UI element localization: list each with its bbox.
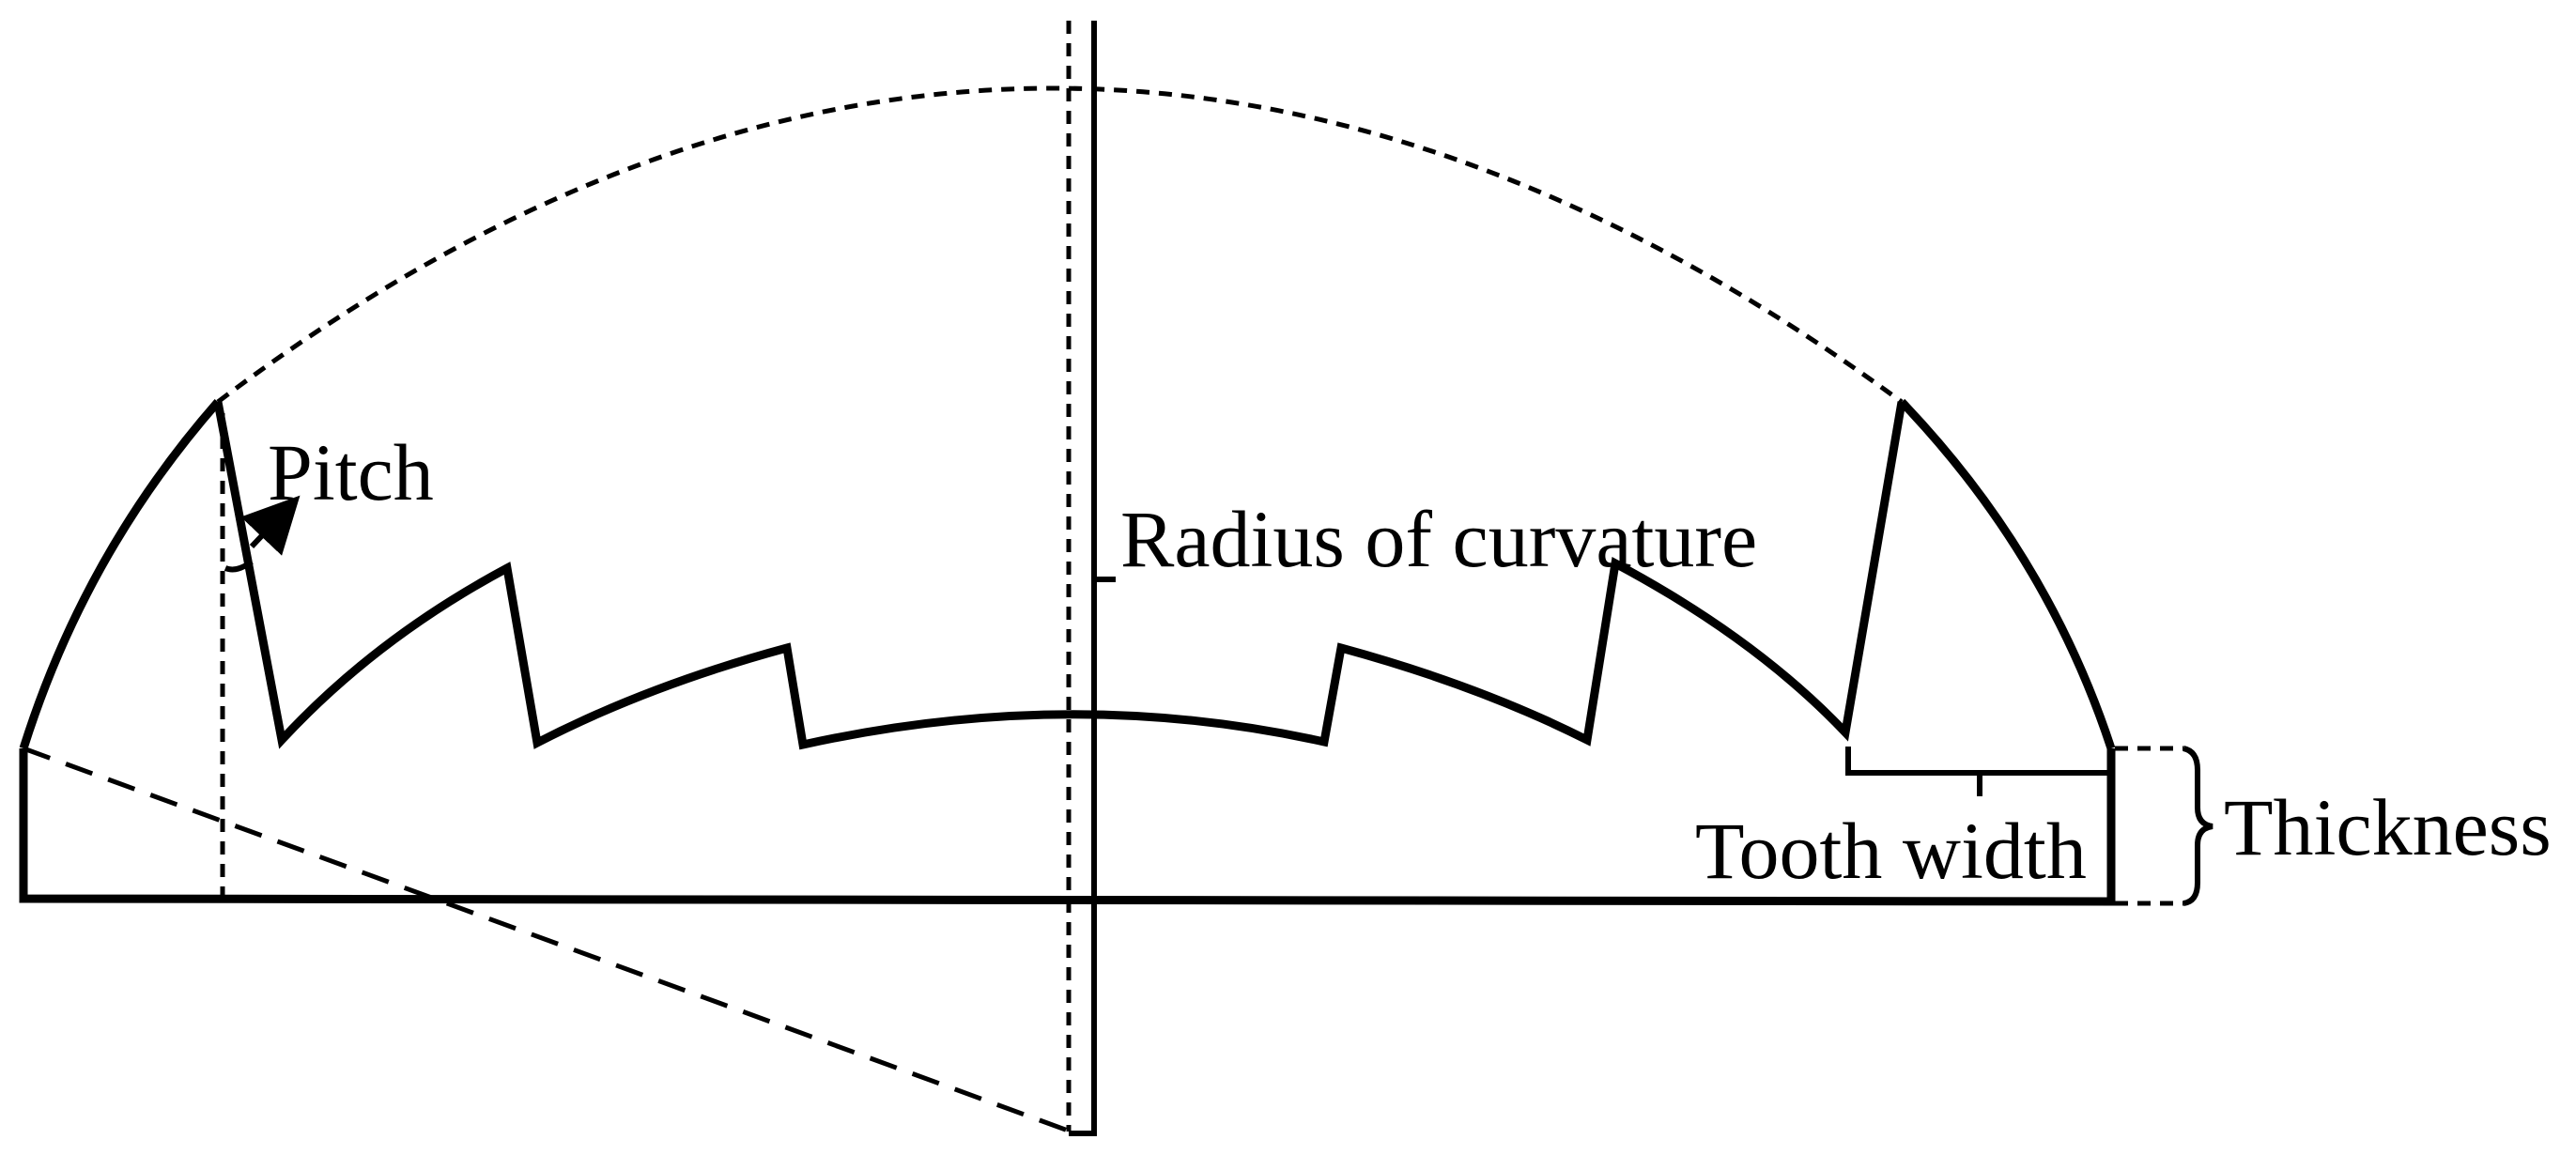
radius-label: Radius of curvature — [1120, 494, 1757, 584]
radius-diagonal-dashed — [23, 746, 1072, 1134]
tooth-width-bracket — [1845, 747, 2108, 776]
pitch-angle-arc — [224, 559, 254, 573]
pitch-label: Pitch — [268, 427, 434, 517]
left-outer-arc — [19, 399, 222, 750]
thickness-label: Thickness — [2224, 782, 2552, 872]
tooth-profile — [213, 401, 1906, 750]
pitch-arrow — [240, 495, 301, 556]
right-outer-arc — [1898, 398, 2116, 750]
thickness-brace — [2183, 746, 2214, 906]
addendum-dashed-arc — [216, 85, 1904, 405]
tooth-width-label: Tooth width — [1695, 806, 2087, 896]
